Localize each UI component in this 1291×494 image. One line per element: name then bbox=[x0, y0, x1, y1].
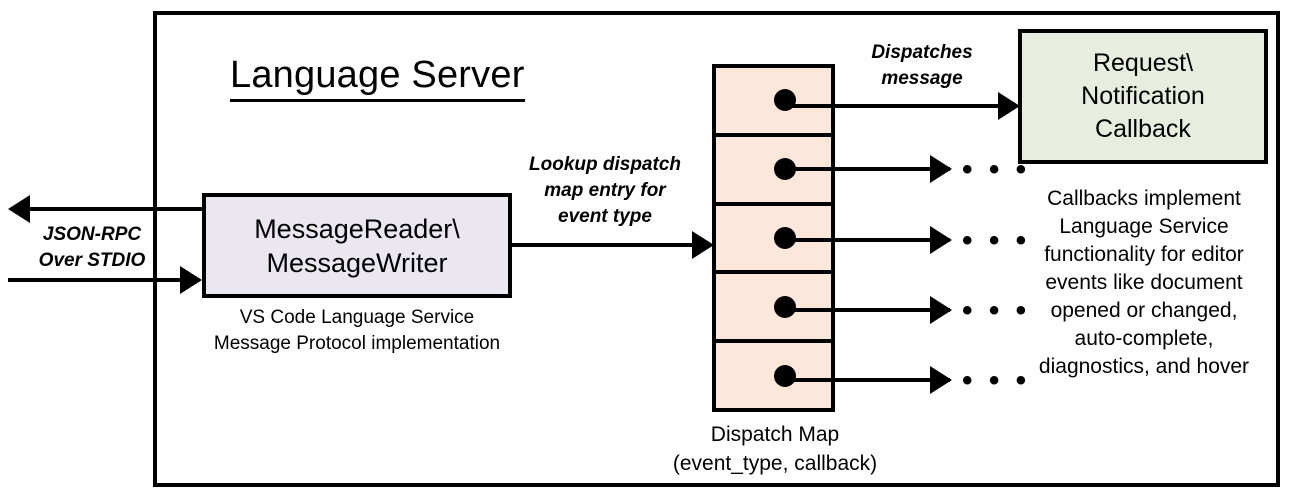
dispatch-edge-5-line bbox=[790, 378, 950, 382]
callback-caption-line7: diagnostics, and hover bbox=[1038, 355, 1250, 378]
dispatch-edge-label-line2: message bbox=[881, 68, 963, 89]
dispatch-edge-2-arrowhead-icon bbox=[930, 155, 952, 183]
request-notification-callback-label: Request\ Notification Callback bbox=[1081, 47, 1205, 146]
callback-caption-line5: opened or changed, bbox=[1050, 299, 1238, 322]
dispatch-edge-2-line bbox=[790, 167, 950, 171]
message-reader-writer-line2: MessageWriter bbox=[266, 247, 448, 278]
dispatch-map-row[interactable] bbox=[716, 68, 831, 137]
callback-caption-line3: functionality for editor bbox=[1044, 243, 1244, 266]
dispatch-map-caption-line2: (event_type, callback) bbox=[672, 452, 878, 475]
message-reader-writer-box[interactable]: MessageReader\ MessageWriter bbox=[202, 193, 512, 298]
lookup-edge-line bbox=[510, 243, 700, 247]
lookup-edge-label-line3: event type bbox=[558, 206, 652, 227]
dispatch-edge-label: Dispatches message bbox=[832, 40, 1012, 92]
page-title: Language Server bbox=[230, 52, 525, 102]
transport-in-line bbox=[8, 278, 194, 282]
request-notification-callback-box[interactable]: Request\ Notification Callback bbox=[1018, 29, 1268, 164]
lookup-edge-label-line1: Lookup dispatch bbox=[529, 154, 681, 175]
dispatch-map-caption-line1: Dispatch Map bbox=[710, 423, 840, 446]
message-reader-writer-caption: VS Code Language Service Message Protoco… bbox=[182, 305, 532, 357]
dispatch-edge-3-line bbox=[790, 238, 950, 242]
dispatch-edge-2-more-marker: • • • bbox=[962, 153, 1031, 186]
message-reader-writer-line1: MessageReader\ bbox=[254, 213, 460, 244]
callback-caption-line1: Callbacks implement bbox=[1047, 187, 1241, 210]
dispatch-edge-4-line bbox=[790, 308, 950, 312]
dispatch-edge-1-arrowhead-icon bbox=[998, 92, 1020, 120]
transport-label-line1: JSON-RPC bbox=[42, 224, 142, 245]
lookup-edge-arrowhead-icon bbox=[692, 231, 714, 259]
callback-caption: Callbacks implement Language Service fun… bbox=[1008, 185, 1280, 381]
callback-label-line1: Request\ bbox=[1092, 49, 1194, 77]
callback-dot-icon bbox=[774, 158, 796, 181]
language-server-boundary bbox=[153, 11, 1280, 487]
dispatch-edge-5-more-marker: • • • bbox=[962, 364, 1031, 397]
transport-out-line bbox=[30, 207, 206, 211]
transport-in-arrowhead-icon bbox=[180, 266, 202, 294]
dispatch-edge-5-arrowhead-icon bbox=[930, 366, 952, 394]
dispatch-map-table[interactable] bbox=[712, 64, 835, 412]
transport-label: JSON-RPC Over STDIO bbox=[12, 222, 172, 274]
callback-label-line2: Notification bbox=[1081, 82, 1205, 110]
callback-dot-icon bbox=[774, 364, 796, 387]
callback-dot-icon bbox=[774, 295, 796, 318]
lookup-edge-label: Lookup dispatch map entry for event type bbox=[512, 152, 698, 230]
dispatch-edge-3-arrowhead-icon bbox=[930, 226, 952, 254]
dispatch-edge-label-line1: Dispatches bbox=[871, 42, 973, 63]
callback-caption-line2: Language Service bbox=[1059, 215, 1229, 238]
callback-caption-line4: events like document bbox=[1045, 271, 1243, 294]
dispatch-edge-3-more-marker: • • • bbox=[962, 224, 1031, 257]
message-reader-writer-caption-line2: Message Protocol implementation bbox=[213, 333, 501, 354]
dispatch-map-caption: Dispatch Map (event_type, callback) bbox=[640, 420, 910, 478]
dispatch-map-row[interactable] bbox=[716, 343, 831, 408]
dispatch-edge-4-more-marker: • • • bbox=[962, 294, 1031, 327]
transport-label-line2: Over STDIO bbox=[38, 250, 146, 271]
message-reader-writer-caption-line1: VS Code Language Service bbox=[239, 307, 475, 328]
dispatch-edge-4-arrowhead-icon bbox=[930, 296, 952, 324]
callback-dot-icon bbox=[774, 226, 796, 249]
callback-caption-line6: auto-complete, bbox=[1074, 327, 1214, 350]
lookup-edge-label-line2: map entry for bbox=[544, 180, 666, 201]
dispatch-map-row[interactable] bbox=[716, 136, 831, 206]
message-reader-writer-label: MessageReader\ MessageWriter bbox=[254, 212, 460, 280]
transport-out-arrowhead-icon bbox=[8, 195, 30, 223]
callback-dot-icon bbox=[774, 89, 796, 112]
dispatch-edge-1-line bbox=[790, 104, 1012, 108]
callback-label-line3: Callback bbox=[1095, 115, 1191, 143]
